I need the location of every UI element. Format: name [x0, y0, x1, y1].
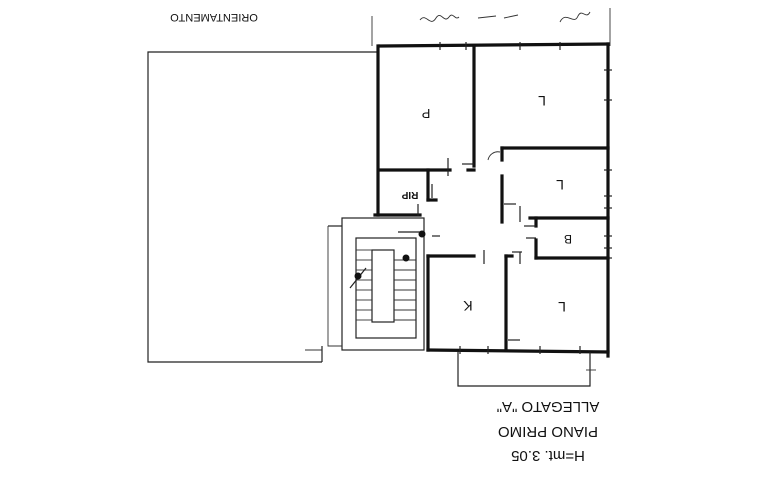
outer-walls: [373, 42, 610, 358]
room-label-rip: RIP: [401, 189, 418, 200]
caption-line-2: PIANO PRIMO: [498, 423, 598, 440]
doors: [417, 151, 536, 341]
room-label-kitchen: K: [463, 298, 473, 314]
room-label-living-mid: L: [556, 177, 564, 193]
signature: [371, 8, 611, 46]
room-label-living-bottom: L: [558, 299, 566, 315]
room-label-p: P: [422, 106, 431, 121]
staircase: [327, 217, 426, 351]
terrace-outline: [147, 51, 378, 363]
room-label-living-top: L: [538, 93, 546, 109]
interior-walls: [378, 44, 610, 352]
room-label-bath: B: [564, 232, 572, 246]
caption-line-3: H=mt. 3.05: [511, 447, 585, 464]
windows: [439, 42, 612, 354]
balcony: [457, 352, 596, 387]
orientation-label: ORIENTAMENTO: [170, 11, 258, 23]
caption-line-1: ALLEGATO "A": [497, 398, 600, 415]
